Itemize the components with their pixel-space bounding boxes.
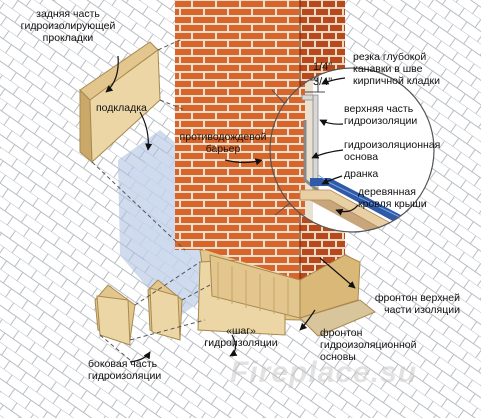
label-side-part: боковая часть гидроизоляции [88,358,162,382]
label-dim-quarter: 1/4" [313,61,333,73]
label-shingle: дранка [344,168,379,180]
label-back-part: задняя часть гидроизолирующей прокладки [20,8,116,44]
label-rain-barrier: противодождевой барьер [179,131,267,155]
counter-flashing-side [299,254,361,319]
label-roof-deck: деревянная кровля крыши [358,186,427,210]
label-counter-upper: фронтон верхней части изоляции [374,292,460,316]
watermark: Fireplace.su [230,356,418,389]
label-step-flashing: «шаг» гидроизоляции [204,325,278,349]
base-flashing-apron [299,299,376,337]
label-groove: резка глубокой канавки в шве кирпичной к… [353,51,441,87]
guide-lines [91,39,211,361]
leader-arrows [105,55,359,363]
label-dim-three-quarter: 3/4" [313,76,333,88]
label-upper-flashing: верхняя часть гидроизоляции [344,103,418,127]
label-counter-base: фронтон гидроизоляционной основы [320,327,417,363]
label-base-flashing: гидроизоляционная основа [344,139,441,163]
side-flashing-pieces [94,279,183,346]
label-underlay: подкладка [96,102,147,114]
